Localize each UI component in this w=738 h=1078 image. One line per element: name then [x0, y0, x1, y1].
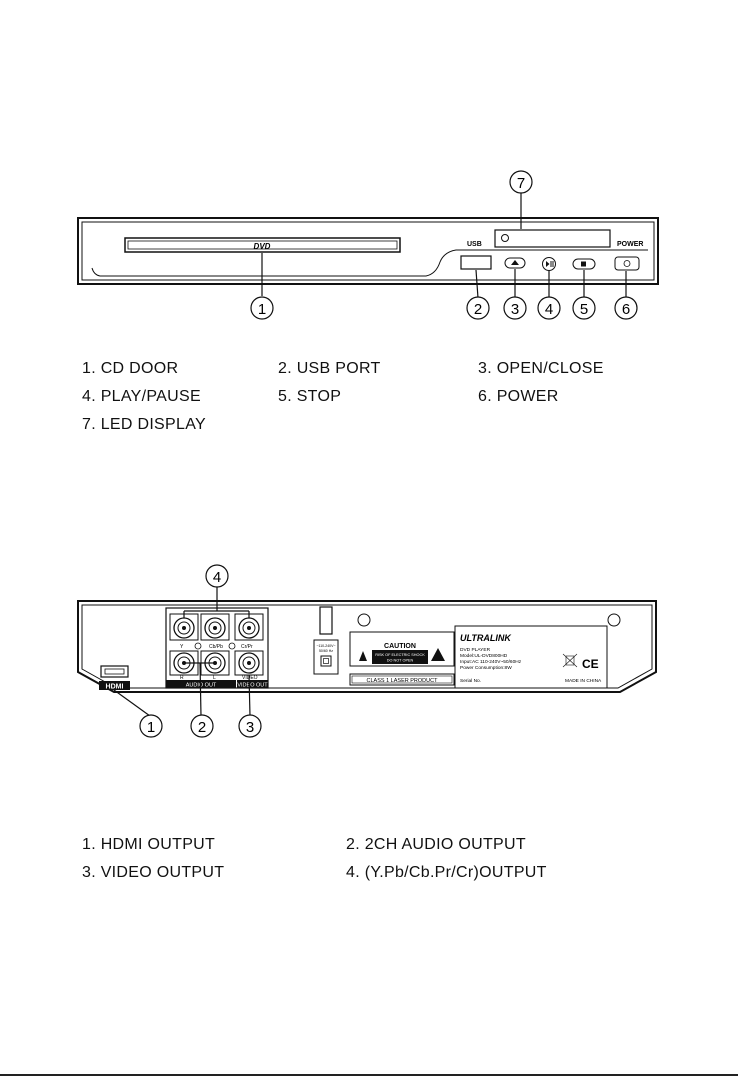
rear-callout-1: 1: [139, 714, 163, 738]
svg-text:R: R: [180, 675, 184, 681]
eject-icon: [511, 260, 519, 265]
cb-jack: [200, 613, 230, 641]
svg-text:1: 1: [258, 301, 266, 318]
svg-text:DVD PLAYER: DVD PLAYER: [460, 647, 491, 653]
power-label: POWER: [617, 241, 643, 248]
screw-icon: [357, 613, 371, 627]
svg-text:Cr/Pr: Cr/Pr: [241, 644, 253, 650]
svg-text:Model:UL-DVD800HD: Model:UL-DVD800HD: [460, 653, 508, 659]
svg-text:6: 6: [622, 301, 630, 318]
screw-icon: [607, 613, 621, 627]
svg-text:CAUTION: CAUTION: [384, 643, 416, 650]
ce-mark: CE: [582, 657, 599, 671]
svg-text:7: 7: [517, 175, 525, 192]
power-cord: [319, 606, 333, 635]
svg-text:2: 2: [474, 301, 482, 318]
front-callout-2: 2: [466, 296, 490, 320]
front-bezel: [81, 221, 655, 281]
rear-legend-4: 4. (Y.Pb/Cb.Pr/Cr)OUTPUT: [346, 864, 547, 881]
svg-text:4: 4: [545, 301, 553, 318]
video-jack: [234, 650, 264, 676]
dvd-logo: DVD: [254, 242, 271, 251]
cr-jack: [234, 613, 264, 641]
led-display: [494, 229, 611, 248]
svg-text:Input:AC 110-240V~50/60Hz: Input:AC 110-240V~50/60Hz: [460, 659, 522, 665]
usb-port: [460, 255, 492, 270]
front-legend-3: 3. OPEN/CLOSE: [478, 360, 604, 377]
rating-label: [454, 625, 608, 689]
svg-text:Y: Y: [180, 644, 184, 650]
svg-text:Power Consumption:8W: Power Consumption:8W: [460, 665, 512, 671]
rear-callout-3: 3: [238, 714, 262, 738]
rear-legend-1: 1. HDMI OUTPUT: [82, 836, 216, 853]
svg-text:3: 3: [511, 301, 519, 318]
warning-triangle-icon: [359, 651, 367, 661]
rear-callout-2: 2: [190, 714, 214, 738]
brand-logo: ULTRALINK: [460, 633, 512, 643]
svg-text:4: 4: [213, 569, 221, 586]
laser-label: [349, 673, 455, 686]
front-panel-contour: [91, 249, 648, 277]
hdmi-label: HDMI: [106, 684, 124, 691]
front-legend-7: 7. LED DISPLAY: [82, 416, 206, 433]
front-panel-diagram: DVD USB POWER 1 2 3 4 5 6 7: [77, 170, 659, 320]
svg-text:L: L: [213, 675, 216, 681]
svg-text:MADE IN CHINA: MADE IN CHINA: [565, 678, 602, 684]
play-pause-icon: [546, 261, 550, 267]
y-jack: [169, 613, 199, 641]
svg-text:VIDEO: VIDEO: [242, 675, 258, 681]
hdmi-port: [100, 665, 129, 678]
svg-text:3: 3: [246, 719, 254, 736]
front-callout-6: 6: [614, 296, 638, 320]
svg-text:~110-240V~: ~110-240V~: [316, 644, 335, 648]
rear-legend-3: 3. VIDEO OUTPUT: [82, 864, 225, 881]
svg-text:Serial No.: Serial No.: [460, 678, 481, 684]
rear-panel-diagram: HDMI AUDIO OUT VIDEO OUT Y Cb/Pb Cr/Pr R…: [77, 564, 657, 738]
warning-triangle-icon: [431, 648, 445, 661]
svg-text:50/60 Hz: 50/60 Hz: [319, 649, 333, 653]
ir-sensor: [501, 234, 509, 242]
usb-label: USB: [467, 241, 482, 248]
rear-legend-2: 2. 2CH AUDIO OUTPUT: [346, 836, 526, 853]
front-callout-5: 5: [572, 296, 596, 320]
power-button: [614, 256, 640, 271]
svg-text:RISK OF ELECTRIC SHOCK: RISK OF ELECTRIC SHOCK: [375, 653, 425, 657]
svg-text:Cb/Pb: Cb/Pb: [209, 644, 223, 650]
svg-text:1: 1: [147, 719, 155, 736]
svg-text:CLASS 1 LASER PRODUCT: CLASS 1 LASER PRODUCT: [367, 678, 439, 684]
front-legend-1: 1. CD DOOR: [82, 360, 179, 377]
video-out-label: VIDEO OUT: [237, 683, 268, 689]
front-callout-1: 1: [250, 296, 274, 320]
svg-text:2: 2: [198, 719, 206, 736]
bottom-rule: [0, 1074, 738, 1076]
front-legend-4: 4. PLAY/PAUSE: [82, 388, 201, 405]
front-callout-3: 3: [503, 296, 527, 320]
front-callout-7: 7: [509, 170, 533, 194]
audio-out-label: AUDIO OUT: [186, 683, 217, 689]
rear-callout-4: 4: [205, 564, 229, 588]
weee-icon: [562, 653, 578, 668]
front-callout-4: 4: [537, 296, 561, 320]
front-legend-5: 5. STOP: [278, 388, 342, 405]
hdmi-label-box: [99, 681, 130, 690]
front-legend-2: 2. USB PORT: [278, 360, 381, 377]
stop-icon: [581, 261, 586, 267]
disc-tray: [124, 237, 401, 253]
svg-text:DO NOT OPEN: DO NOT OPEN: [387, 659, 414, 663]
power-icon: [623, 260, 631, 267]
svg-text:5: 5: [580, 301, 588, 318]
front-legend-6: 6. POWER: [478, 388, 559, 405]
